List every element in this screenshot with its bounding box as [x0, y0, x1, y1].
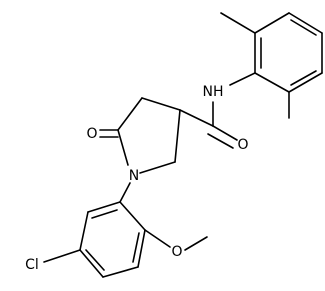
bond [137, 229, 146, 268]
atom-labels: NH O O N O Cl [25, 84, 248, 273]
bond [254, 72, 290, 93]
bond [85, 249, 105, 271]
bond [43, 249, 81, 263]
chlorine-label: Cl [25, 257, 39, 273]
bond [254, 12, 290, 34]
bond [288, 12, 323, 34]
bond [184, 236, 208, 251]
bond [179, 109, 214, 127]
amide-oxygen-label: O [237, 137, 248, 153]
bond [229, 72, 256, 86]
bond [102, 266, 139, 278]
bond [141, 97, 181, 111]
bond [79, 211, 89, 251]
bond [132, 232, 140, 263]
bond [174, 109, 181, 163]
bond [139, 161, 176, 174]
bond [117, 129, 129, 166]
bond [87, 201, 121, 213]
bond [144, 229, 171, 248]
bond [290, 19, 317, 36]
bond [212, 125, 238, 141]
bond [207, 133, 234, 149]
lactam-oxygen-label: O [86, 126, 97, 142]
methoxy-oxygen-label: O [171, 244, 182, 260]
bond [119, 182, 131, 203]
bond [91, 209, 118, 219]
ring-nitrogen-label: N [129, 168, 139, 184]
bond [79, 249, 104, 278]
bond [288, 72, 323, 93]
bond [220, 12, 256, 34]
bonds [43, 12, 323, 278]
bond [117, 97, 143, 131]
bond [290, 70, 317, 86]
bond [119, 201, 146, 231]
amide-nh-label: NH [203, 84, 224, 100]
